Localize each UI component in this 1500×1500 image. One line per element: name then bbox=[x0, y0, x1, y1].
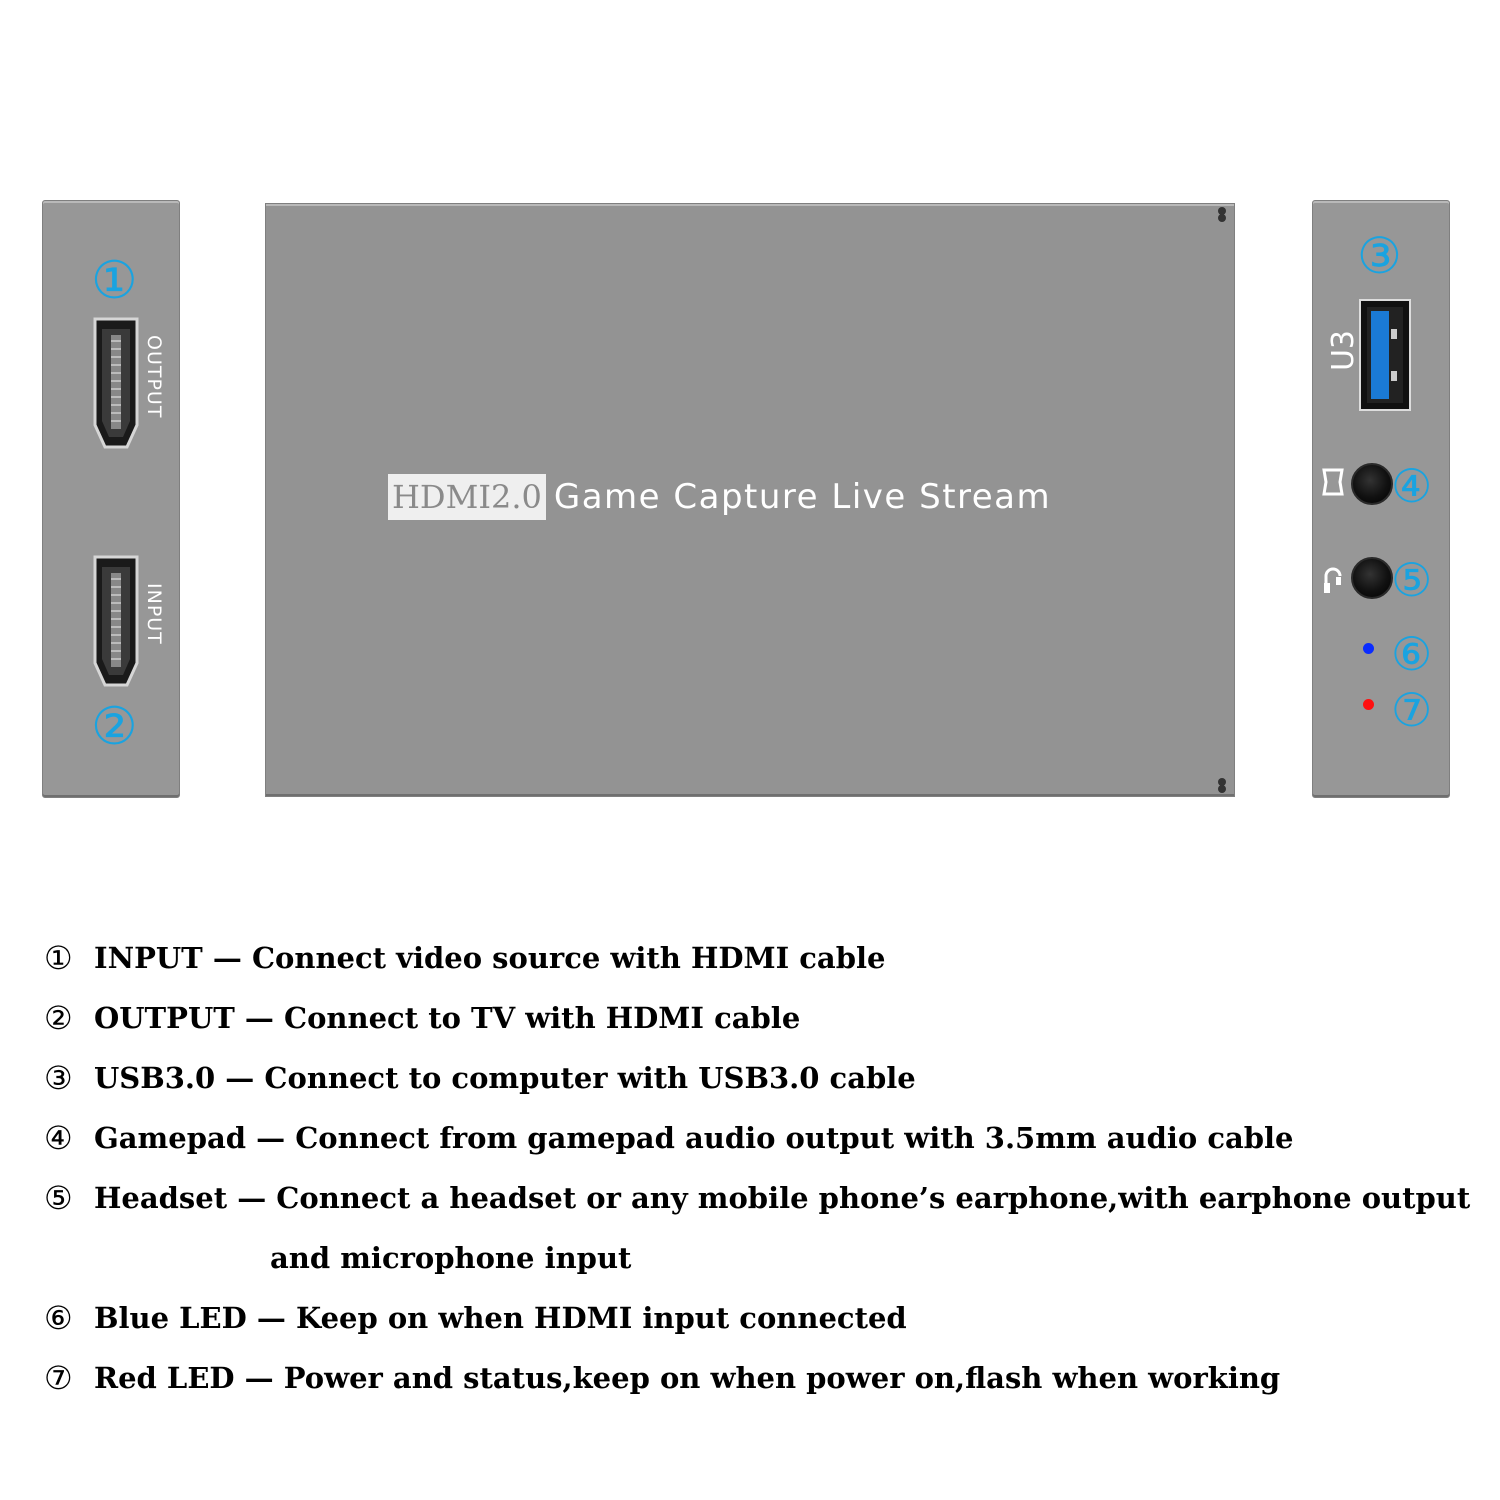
legend-item-input: ① INPUT — Connect video source with HDMI… bbox=[44, 928, 1484, 988]
legend-item-usb: ③ USB3.0 — Connect to computer with USB3… bbox=[44, 1048, 1484, 1108]
legend-number: ④ bbox=[44, 1119, 73, 1157]
legend-number: ③ bbox=[44, 1059, 73, 1097]
legend-text: INPUT — Connect video source with HDMI c… bbox=[94, 941, 886, 975]
callout-1: ① bbox=[91, 251, 138, 311]
left-side-panel: ① OUTPUT INPUT ② bbox=[42, 200, 180, 798]
callout-2: ② bbox=[91, 697, 138, 757]
headset-audio-jack[interactable] bbox=[1351, 557, 1393, 599]
right-side-panel: ③ U3 ④ ⑤ ⑥ ⑦ bbox=[1312, 200, 1450, 798]
product-title: HDMI2.0 Game Capture Live Stream bbox=[388, 474, 1051, 520]
screw-icon bbox=[1218, 778, 1226, 786]
port-legend: ① INPUT — Connect video source with HDMI… bbox=[44, 928, 1484, 1408]
callout-3: ③ bbox=[1357, 227, 1402, 285]
callout-4: ④ bbox=[1391, 459, 1433, 513]
legend-item-output: ② OUTPUT — Connect to TV with HDMI cable bbox=[44, 988, 1484, 1048]
input-port-label: INPUT bbox=[143, 583, 165, 645]
product-name: Game Capture Live Stream bbox=[553, 477, 1052, 517]
output-port-label: OUTPUT bbox=[143, 335, 165, 419]
legend-text: Gamepad — Connect from gamepad audio out… bbox=[94, 1121, 1294, 1155]
gamepad-icon bbox=[1322, 468, 1344, 496]
legend-item-headset: ⑤ Headset — Connect a headset or any mob… bbox=[44, 1168, 1484, 1228]
legend-text: OUTPUT — Connect to TV with HDMI cable bbox=[94, 1001, 801, 1035]
legend-number: ⑦ bbox=[44, 1359, 73, 1397]
legend-number: ⑤ bbox=[44, 1179, 73, 1217]
red-led bbox=[1363, 699, 1374, 710]
hdmi-output-port[interactable] bbox=[89, 317, 143, 449]
legend-item-headset-continued: and microphone input bbox=[44, 1228, 1484, 1288]
hdmi-input-port[interactable] bbox=[89, 555, 143, 687]
legend-item-blue-led: ⑥ Blue LED — Keep on when HDMI input con… bbox=[44, 1288, 1484, 1348]
callout-7: ⑦ bbox=[1391, 683, 1433, 737]
usb-label: U3 bbox=[1326, 329, 1362, 372]
legend-number: ⑥ bbox=[44, 1299, 73, 1337]
legend-text: USB3.0 — Connect to computer with USB3.0… bbox=[94, 1061, 916, 1095]
legend-item-red-led: ⑦ Red LED — Power and status,keep on whe… bbox=[44, 1348, 1484, 1408]
legend-number: ① bbox=[44, 939, 73, 977]
screw-icon bbox=[1218, 214, 1226, 222]
screw-icon bbox=[1218, 785, 1226, 793]
headset-icon bbox=[1324, 567, 1342, 593]
screw-icon bbox=[1218, 207, 1226, 215]
legend-text: Blue LED — Keep on when HDMI input conne… bbox=[94, 1301, 907, 1335]
legend-text: Red LED — Power and status,keep on when … bbox=[94, 1361, 1281, 1395]
usb3-port[interactable] bbox=[1359, 299, 1411, 411]
legend-text: Headset — Connect a headset or any mobil… bbox=[94, 1181, 1471, 1215]
legend-item-gamepad: ④ Gamepad — Connect from gamepad audio o… bbox=[44, 1108, 1484, 1168]
gamepad-audio-jack[interactable] bbox=[1351, 463, 1393, 505]
callout-6: ⑥ bbox=[1391, 627, 1433, 681]
callout-5: ⑤ bbox=[1391, 553, 1433, 607]
blue-led bbox=[1363, 643, 1374, 654]
legend-number: ② bbox=[44, 999, 73, 1037]
legend-text: and microphone input bbox=[270, 1241, 632, 1275]
hdmi-badge: HDMI2.0 bbox=[388, 474, 546, 520]
